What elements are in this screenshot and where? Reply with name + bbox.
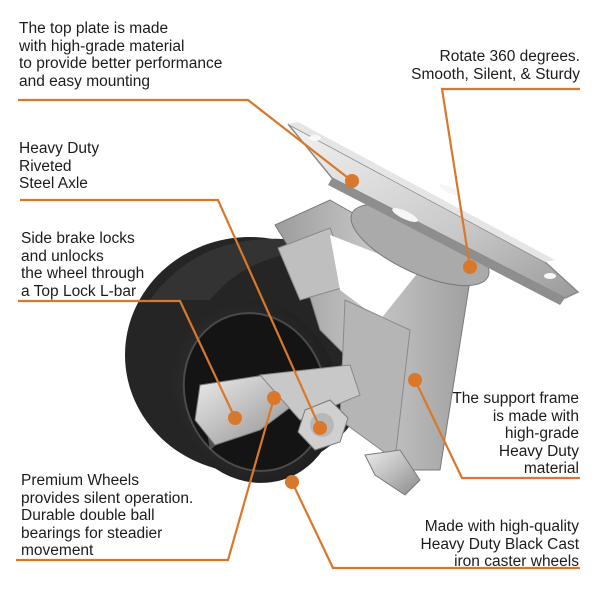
- mounting-hole: [309, 135, 321, 141]
- callout-line: Made with high-quality: [424, 518, 579, 535]
- callout-line: movement: [21, 542, 94, 559]
- top-plate-surface: [287, 123, 580, 299]
- callout-premium-wheels: Premium Wheels provides silent operation…: [21, 472, 193, 560]
- leader-line-top-plate: [18, 98, 353, 182]
- callout-line: Smooth, Silent, & Sturdy: [411, 65, 580, 83]
- callout-line: is made with: [492, 407, 579, 425]
- callout-dots: [228, 174, 477, 489]
- fork-window: [330, 235, 420, 320]
- callout-dot-rotate: [463, 260, 477, 274]
- callout-dot-cast-iron: [285, 475, 299, 489]
- callout-line: Durable double ball: [21, 507, 155, 524]
- top-plate: [287, 122, 580, 305]
- callout-line: The top plate is made: [19, 20, 169, 37]
- callout-brake: Side brake locks and unlocks the wheel t…: [21, 230, 144, 300]
- leader-lines: [16, 87, 580, 570]
- callout-dot-support-frame: [408, 373, 422, 387]
- callout-line: Heavy Duty Black Cast: [420, 535, 580, 553]
- leader-line-brake: [18, 299, 236, 419]
- callout-line: the wheel through: [21, 265, 145, 282]
- callout-rotate: Rotate 360 degrees. Smooth, Silent, & St…: [411, 48, 580, 83]
- leader-line-support-frame: [414, 379, 580, 480]
- callout-dot-premium-wheels: [267, 391, 281, 405]
- callout-line: iron caster wheels: [454, 553, 579, 570]
- leader-line-axle: [20, 198, 322, 429]
- brake-arm: [258, 364, 361, 421]
- callout-line: The support frame: [452, 390, 579, 407]
- mounting-hole: [544, 273, 556, 279]
- callout-cast-iron: Made with high-quality Heavy Duty Black …: [421, 518, 580, 571]
- callout-line: material: [523, 460, 579, 477]
- plate-highlight: [439, 184, 461, 196]
- callout-dot-top-plate: [345, 174, 359, 188]
- callout-dot-brake: [228, 411, 242, 425]
- callout-line: Side brake locks: [21, 230, 135, 247]
- plate-highlight: [392, 208, 418, 222]
- callout-axle: Heavy Duty Riveted Steel Axle: [19, 140, 99, 193]
- callout-line: Premium Wheels: [21, 472, 139, 489]
- callout-line: Heavy Duty: [498, 442, 579, 460]
- callout-line: Rotate 360 degrees.: [439, 48, 580, 65]
- brake-pedal: [364, 449, 421, 496]
- callout-line: bearings for steadier: [21, 524, 163, 542]
- callout-line: provides silent operation.: [21, 489, 194, 507]
- callout-dot-axle: [313, 421, 327, 435]
- leader-line-rotate: [440, 87, 580, 268]
- callout-line: Steel Axle: [19, 175, 88, 192]
- callout-line: a Top Lock L-bar: [21, 282, 137, 300]
- callout-line: and easy mounting: [19, 72, 150, 90]
- callout-top-plate: The top plate is made with high-grade ma…: [19, 20, 222, 90]
- callout-support-frame: The support frame is made with high-grad…: [452, 390, 579, 478]
- callout-line: Heavy Duty: [19, 140, 100, 157]
- callout-line: and unlocks: [21, 247, 104, 265]
- callout-line: Riveted: [19, 157, 72, 175]
- callout-line: to provide better performance: [19, 55, 223, 72]
- leader-line-cast-iron: [291, 481, 580, 570]
- leader-line-premium-wheels: [16, 397, 276, 562]
- callout-line: with high-grade material: [19, 37, 185, 55]
- top-plate-edge: [288, 122, 555, 262]
- top-plate-side: [328, 178, 565, 305]
- callout-line: high-grade: [504, 425, 579, 442]
